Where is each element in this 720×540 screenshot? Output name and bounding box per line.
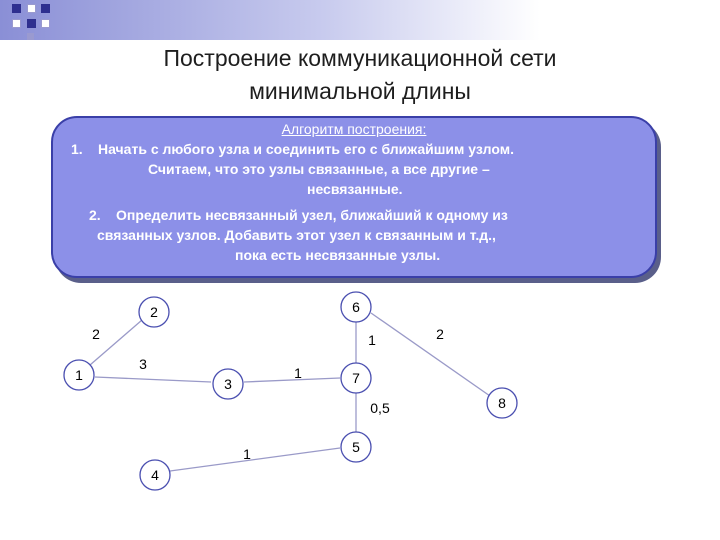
node-7: 7 <box>340 362 372 394</box>
step-2: 2. Определить несвязанный узел, ближайши… <box>89 205 649 267</box>
edge-6-8 <box>370 312 491 397</box>
step-1-line-3: несвязанные. <box>307 181 403 197</box>
edge-4-5 <box>169 447 341 472</box>
step-1-line-2: Считаем, что это узлы связанные, а все д… <box>148 161 490 177</box>
node-3: 3 <box>212 368 244 400</box>
algorithm-box: Алгоритм построения: 1. Начать с любого … <box>51 116 657 278</box>
step-1-number: 1. <box>71 141 83 157</box>
decor-square-icon <box>12 19 21 28</box>
decor-square-icon <box>27 4 36 13</box>
weight-1-3: 3 <box>139 356 147 372</box>
node-1-label: 1 <box>75 367 83 383</box>
weight-4-5: 1 <box>243 446 251 462</box>
step-2-number: 2. <box>89 207 101 223</box>
node-6-label: 6 <box>352 299 360 315</box>
decor-square-icon <box>41 19 50 28</box>
weight-1-2: 2 <box>92 326 100 342</box>
slide-title: Построение коммуникационной сети минимал… <box>60 42 660 108</box>
edge-weights: 2 3 1 1 2 0,5 1 <box>92 326 444 462</box>
graph-nodes: 1 2 3 4 5 6 7 8 <box>63 291 518 491</box>
edge-1-3 <box>94 376 212 383</box>
step-1: 1. Начать с любого узла и соединить его … <box>71 139 661 201</box>
edge-3-7 <box>243 377 341 383</box>
weight-7-5: 0,5 <box>370 400 390 416</box>
node-2: 2 <box>138 296 170 328</box>
weight-3-7: 1 <box>294 365 302 381</box>
node-2-label: 2 <box>150 304 158 320</box>
node-5: 5 <box>340 431 372 463</box>
weight-6-8: 2 <box>436 326 444 342</box>
decor-square-icon <box>41 4 50 13</box>
step-2-line-3: пока есть несвязанные узлы. <box>235 247 441 263</box>
node-1: 1 <box>63 359 95 391</box>
node-8-label: 8 <box>498 395 506 411</box>
step-2-line-1: Определить несвязанный узел, ближайший к… <box>116 207 508 223</box>
weight-6-7: 1 <box>368 332 376 348</box>
slide-title-line-1: Построение коммуникационной сети <box>163 45 557 71</box>
node-8: 8 <box>486 387 518 419</box>
node-5-label: 5 <box>352 439 360 455</box>
decor-square-icon <box>27 33 34 40</box>
node-6: 6 <box>340 291 372 323</box>
edge-1-2 <box>89 319 143 366</box>
slide-title-line-2: минимальной длины <box>249 78 471 104</box>
node-7-label: 7 <box>352 370 360 386</box>
decor-square-icon <box>12 4 21 13</box>
algorithm-heading: Алгоритм построения: <box>281 121 427 137</box>
header-gradient-bar <box>0 0 720 40</box>
step-2-line-2: связанных узлов. Добавить этот узел к св… <box>97 227 496 243</box>
graph-edges <box>89 312 491 472</box>
node-3-label: 3 <box>224 376 232 392</box>
node-4: 4 <box>139 459 171 491</box>
node-4-label: 4 <box>151 467 159 483</box>
step-1-line-1: Начать с любого узла и соединить его с б… <box>98 141 514 157</box>
decor-square-icon <box>27 19 36 28</box>
